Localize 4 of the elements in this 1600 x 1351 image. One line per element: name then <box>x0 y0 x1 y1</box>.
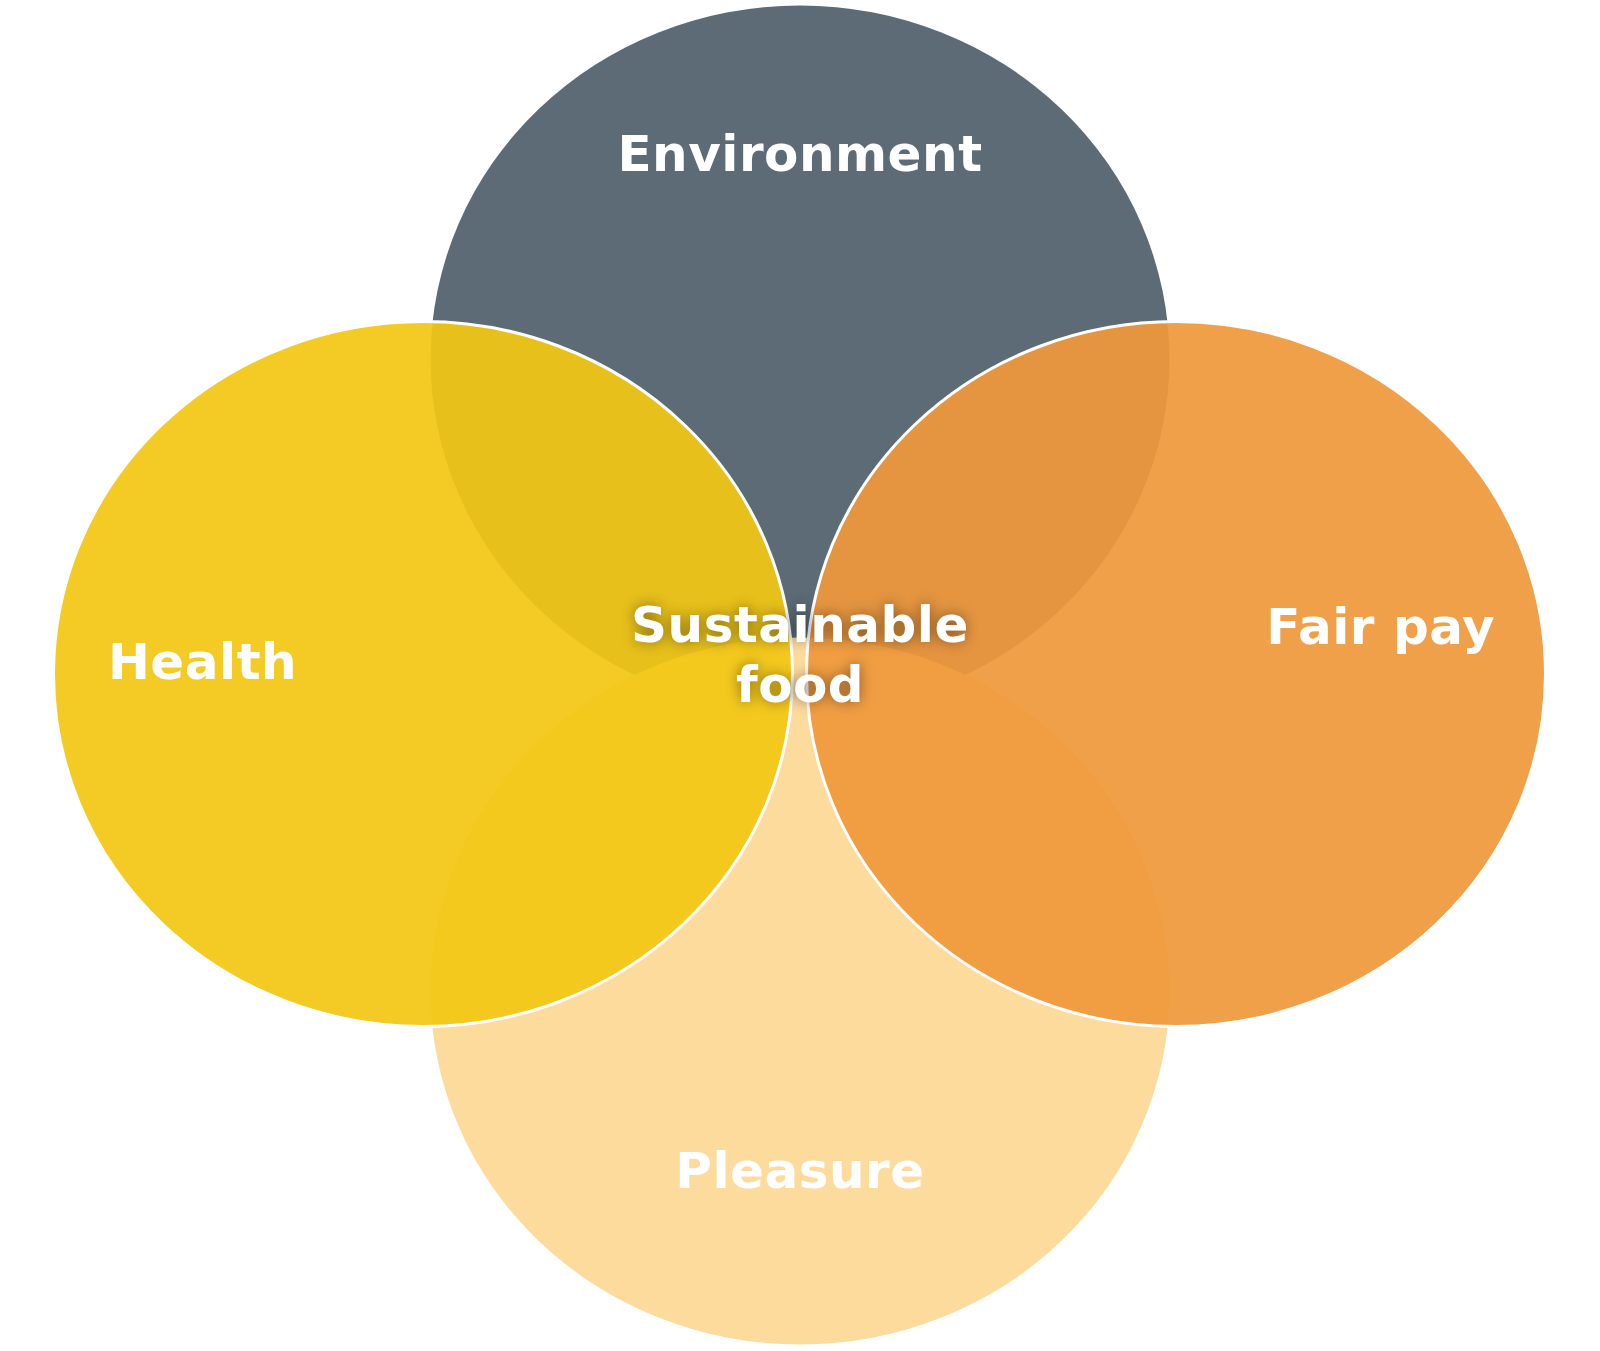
circle-label: Fair pay <box>1265 597 1495 657</box>
circle-label: Pleasure <box>674 1141 926 1201</box>
circle-label: Environment <box>616 124 984 184</box>
circle-label: Health <box>108 632 299 692</box>
